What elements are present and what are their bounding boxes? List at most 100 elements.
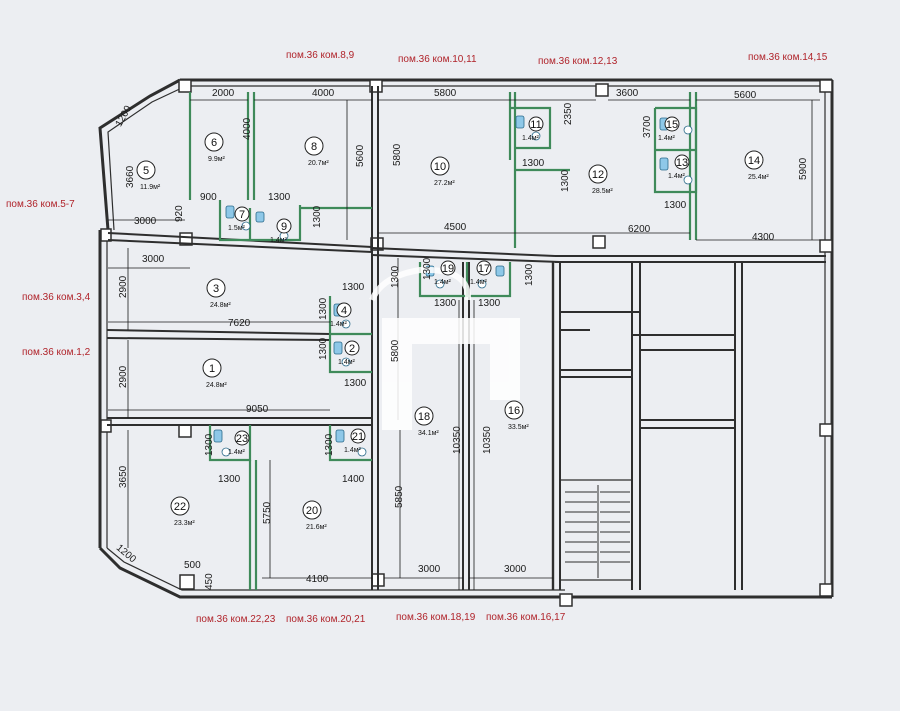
room-number-circle: [276, 218, 292, 234]
room-8: 820.7м²: [304, 136, 329, 167]
stair-treads: [565, 485, 630, 578]
room-number: 21: [352, 431, 364, 443]
watermark-logo: [369, 266, 520, 430]
dim-label: 1300: [422, 257, 433, 280]
dim-label: 1300: [524, 263, 535, 286]
dim-label: 3600: [616, 88, 639, 99]
unit-label-left-2: пом.36 ком.3,4: [22, 292, 91, 303]
room-number: 9: [281, 221, 287, 233]
room-area: 24.8м²: [206, 382, 227, 389]
unit-label-bottom-1: пом.36 ком.22,23: [196, 614, 276, 625]
dim-label: 1300: [318, 297, 329, 320]
unit-label-left-3: пом.36 ком.1,2: [22, 347, 91, 358]
room-number-circle: [664, 116, 680, 132]
room-number-circle: [170, 496, 190, 516]
room-area: 1.4м²: [270, 237, 288, 244]
partitions: [188, 92, 698, 590]
room-number-circle: [674, 154, 690, 170]
dim-label: 1300: [342, 282, 365, 293]
room-area: 1.4м²: [344, 447, 362, 454]
room-area: 1.4м²: [668, 173, 686, 180]
room-area: 28.5м²: [592, 188, 613, 195]
room-area: 9.9м²: [208, 156, 226, 163]
room-23: 23 1.4м²: [228, 430, 250, 456]
columns: [100, 79, 833, 607]
dim-label: 5800: [434, 88, 457, 99]
unit-labels: пом.36 ком.8,9 пом.36 ком.10,11 пом.36 к…: [6, 50, 828, 625]
room-number-circle: [504, 400, 524, 420]
room-number: 1: [209, 363, 215, 375]
room-number: 7: [239, 209, 245, 221]
dim-label: 7620: [228, 318, 251, 329]
room-area: 21.6м²: [306, 524, 327, 531]
room-area: 33.5м²: [508, 424, 529, 431]
room-number: 18: [418, 411, 430, 423]
room-number-circle: [350, 428, 366, 444]
unit-label-top-3: пом.36 ком.12,13: [538, 56, 618, 67]
dim-label: 4300: [752, 232, 775, 243]
room-number-circle: [440, 260, 456, 276]
room-number-circle: [528, 116, 544, 132]
room-number: 5: [143, 165, 149, 177]
room-area: 1.4м²: [470, 279, 488, 286]
dimension-text: 2000 4000 5800 3600 5600 1200 3660 4000 …: [114, 88, 809, 590]
room-number: 23: [236, 433, 248, 445]
room-area: 25.4м²: [748, 174, 769, 181]
dim-label: 3700: [642, 115, 653, 138]
interior-walls: [106, 86, 826, 590]
room-7: 71.5м²: [228, 206, 250, 232]
room-11: 111.4м²: [522, 116, 544, 142]
room-number: 19: [442, 263, 454, 275]
room-area: 1.4м²: [330, 321, 348, 328]
room-area: 27.2м²: [434, 180, 455, 187]
room-number: 13: [676, 157, 688, 169]
room-number: 14: [748, 155, 760, 167]
room-number: 4: [341, 305, 347, 317]
room-number-circle: [430, 156, 450, 176]
dim-label: 5750: [262, 501, 273, 524]
dim-label: 5850: [394, 485, 405, 508]
room-number: 16: [508, 405, 520, 417]
room-number: 15: [666, 119, 678, 131]
room-number-circle: [204, 132, 224, 152]
room-area: 1.4м²: [228, 449, 246, 456]
dim-label: 3000: [142, 254, 165, 265]
room-19: 191.4м²: [434, 260, 456, 286]
dim-label: 1300: [268, 192, 291, 203]
dim-label: 4000: [242, 117, 253, 140]
room-1: 1 24.8м²: [202, 358, 227, 389]
room-area: 11.9м²: [140, 184, 161, 191]
room-area: 20.7м²: [308, 160, 329, 167]
outer-walls: [98, 78, 834, 599]
room-number-circle: [414, 406, 434, 426]
dim-label: 3660: [125, 165, 136, 188]
dim-label: 2900: [118, 275, 129, 298]
room-number-circle: [304, 136, 324, 156]
unit-label-bottom-3: пом.36 ком.18,19: [396, 612, 476, 623]
dim-label: 1300: [204, 433, 215, 456]
room-number-circle: [202, 358, 222, 378]
room-area: 1.4м²: [338, 359, 356, 366]
room-number-circle: [344, 340, 360, 356]
room-number-circle: [234, 206, 250, 222]
dim-label: 9050: [246, 404, 269, 415]
dim-label: 5800: [392, 143, 403, 166]
room-4: 4 1.4м²: [330, 302, 352, 328]
dim-label: 1300: [434, 298, 457, 309]
dim-label: 4000: [312, 88, 335, 99]
dim-label: 1300: [664, 200, 687, 211]
dim-label: 1300: [324, 433, 335, 456]
room-14: 14 25.4м²: [744, 150, 769, 181]
dim-label: 450: [204, 573, 215, 590]
dim-label: 5600: [355, 144, 366, 167]
dim-label: 2350: [563, 102, 574, 125]
dim-label: 3000: [418, 564, 441, 575]
room-2: 21.4м²: [338, 340, 360, 366]
dim-label: 1400: [342, 474, 365, 485]
dim-label: 500: [184, 560, 201, 571]
room-number: 22: [174, 501, 186, 513]
dim-label: 1300: [218, 474, 241, 485]
room-16: 16 33.5м²: [504, 400, 529, 431]
